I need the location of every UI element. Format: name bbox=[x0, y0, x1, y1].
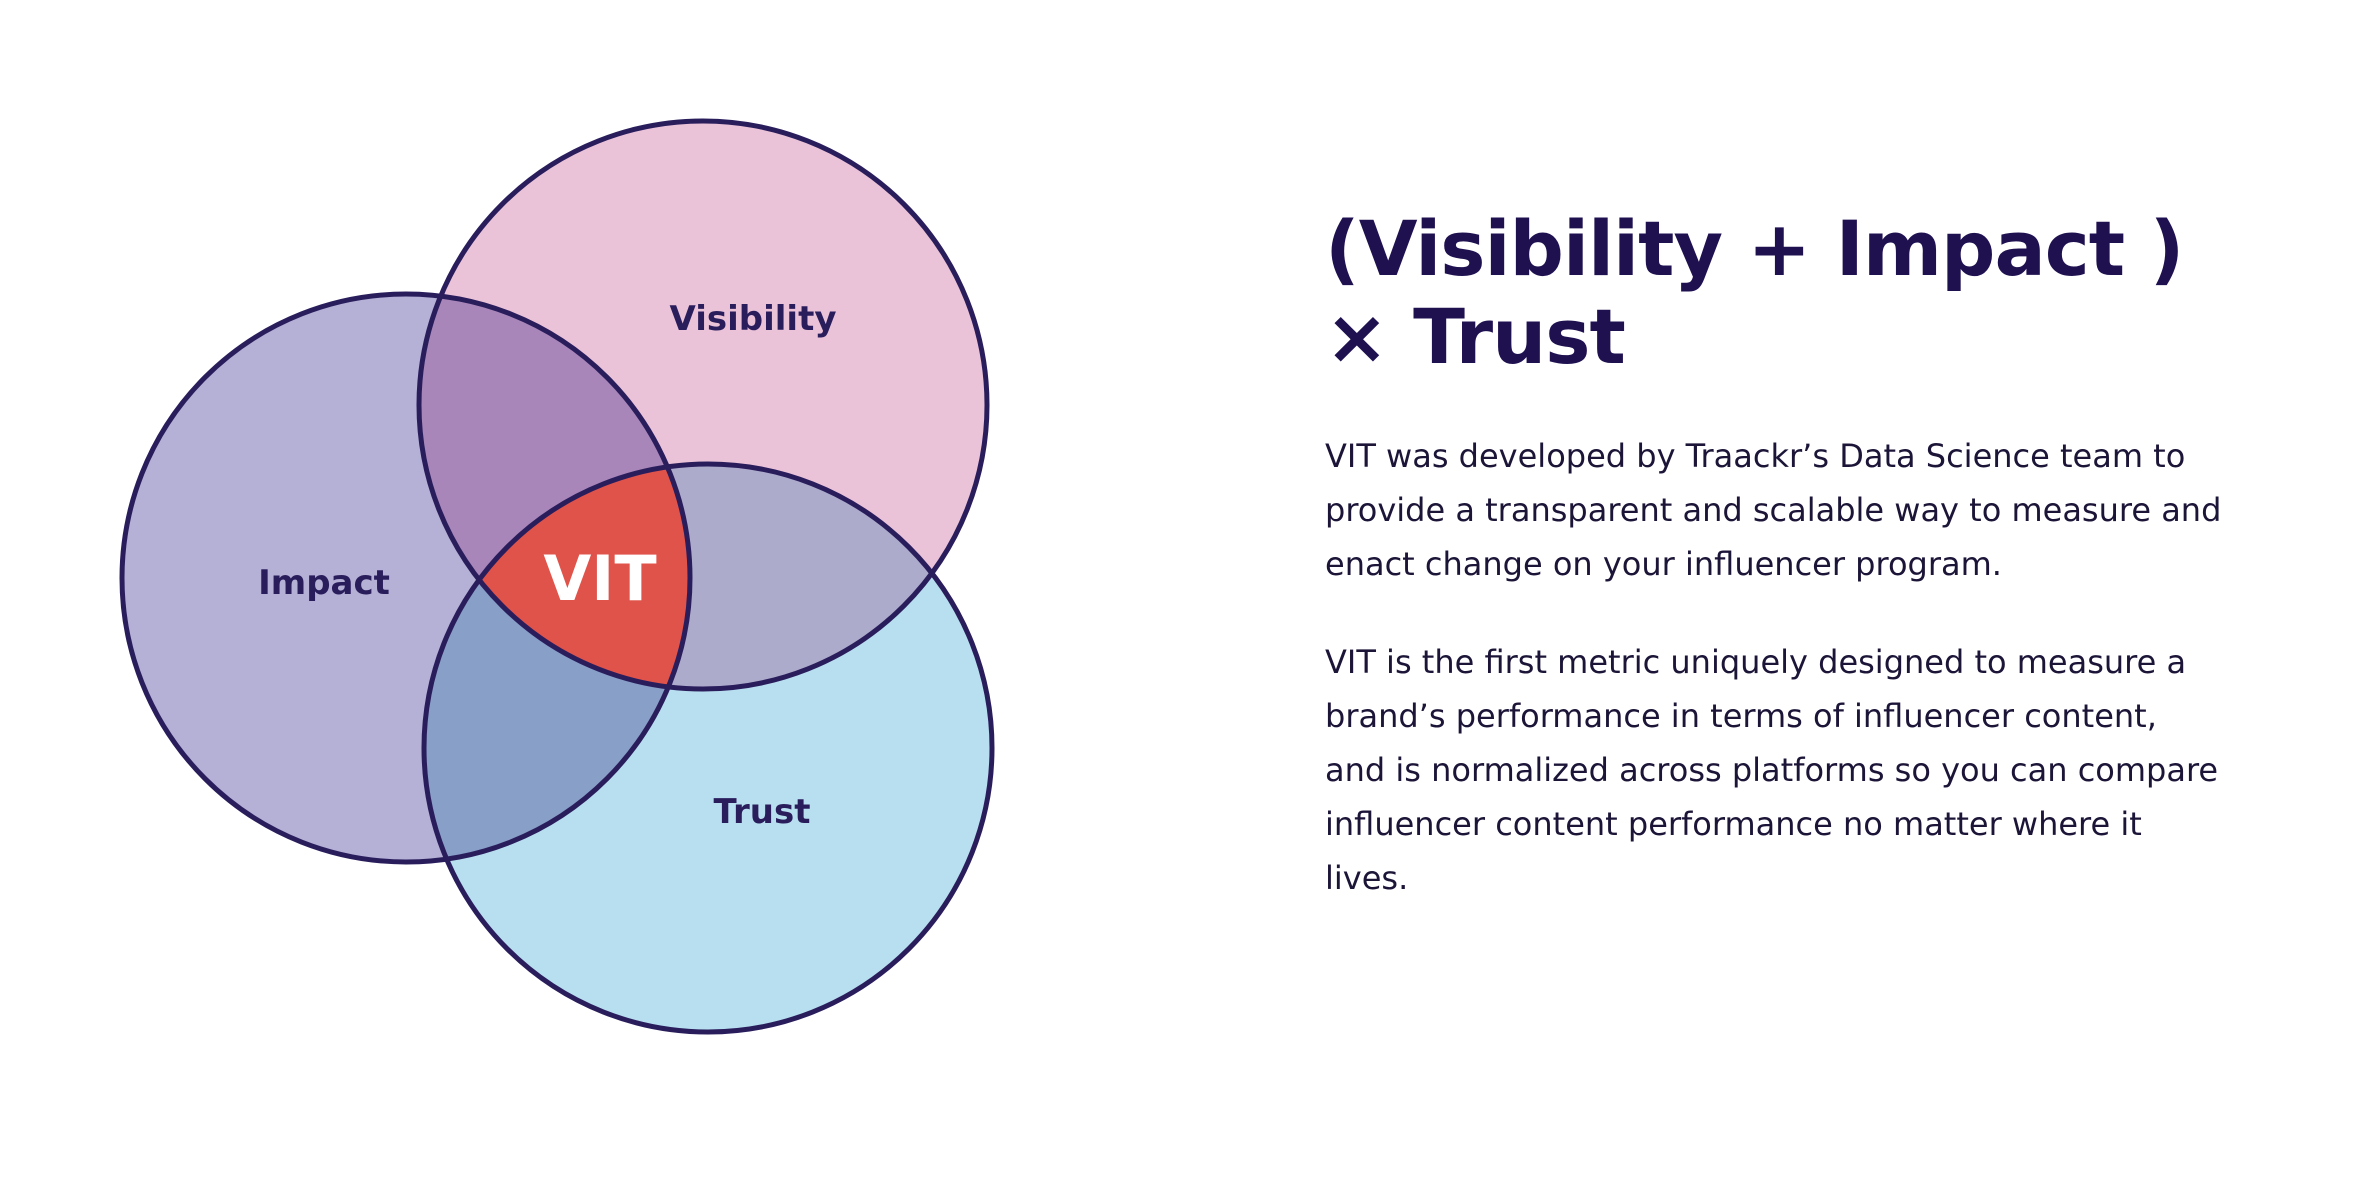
text-panel: (Visibility + Impact ) × Trust VIT was d… bbox=[1325, 205, 2225, 949]
trust-label: Trust bbox=[714, 792, 811, 832]
vit-center-overlap bbox=[424, 464, 690, 689]
trust-circle-outline bbox=[421, 461, 995, 1035]
impact-label: Impact bbox=[258, 563, 390, 603]
venn-diagram: Visibility Impact Trust VIT bbox=[119, 118, 995, 1035]
visibility-circle-outline bbox=[416, 118, 990, 692]
formula-headline: (Visibility + Impact ) × Trust bbox=[1325, 204, 2184, 381]
description-paragraph-1: VIT was developed by Traackr’s Data Scie… bbox=[1325, 437, 2222, 583]
visibility-label: Visibility bbox=[670, 299, 837, 339]
vit-center-label: VIT bbox=[543, 542, 656, 615]
impact-circle-outline bbox=[119, 291, 693, 865]
description-paragraph-2: VIT is the first metric uniquely designe… bbox=[1325, 643, 2219, 897]
